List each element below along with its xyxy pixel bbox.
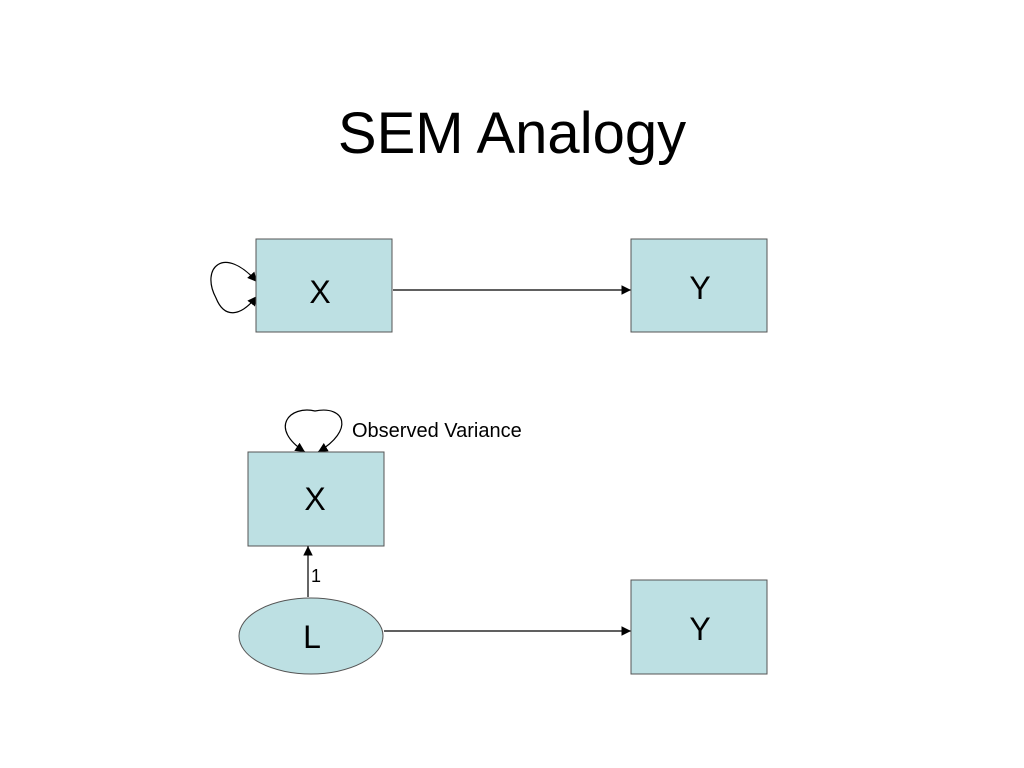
bottom-node-x: X bbox=[247, 451, 385, 547]
loading-label: 1 bbox=[311, 566, 321, 586]
top-node-y: Y bbox=[630, 238, 768, 333]
top-x-variance-loop bbox=[210, 261, 258, 314]
top-model: X Y bbox=[210, 238, 768, 333]
bottom-node-l-label: L bbox=[303, 619, 321, 655]
bottom-node-x-label: X bbox=[304, 481, 325, 517]
top-node-x: X bbox=[255, 238, 393, 333]
bottom-node-y-label: Y bbox=[689, 611, 710, 647]
bottom-node-l: L bbox=[238, 597, 384, 675]
bottom-model: Observed Variance X 1 L Y bbox=[238, 409, 768, 675]
top-node-x-label: X bbox=[309, 274, 330, 310]
bottom-x-variance-loop bbox=[284, 409, 343, 453]
top-node-y-label: Y bbox=[689, 270, 710, 306]
bottom-node-y: Y bbox=[630, 579, 768, 675]
observed-variance-label: Observed Variance bbox=[352, 420, 522, 442]
page-title: SEM Analogy bbox=[337, 101, 687, 166]
